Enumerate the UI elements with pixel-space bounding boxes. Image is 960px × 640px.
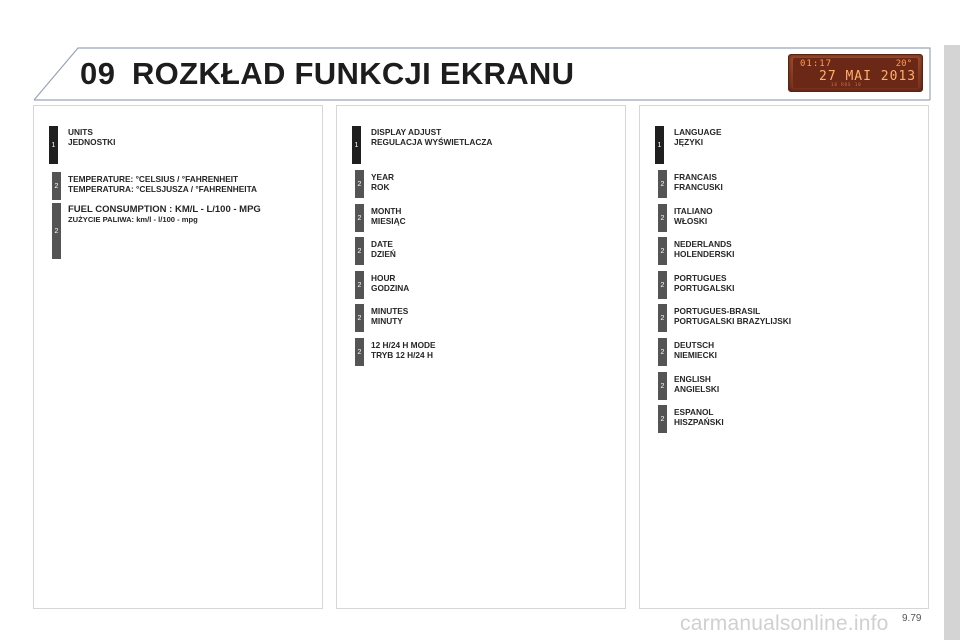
- menu-entry-text: PORTUGUES PORTUGALSKI: [674, 273, 735, 293]
- menu-entry-text: FRANCAIS FRANCUSKI: [674, 172, 723, 192]
- display-small-text: 18 RDS 10: [831, 82, 862, 87]
- page-number: 9.79: [902, 613, 922, 624]
- level-marker: 2: [355, 271, 364, 299]
- level-marker: 2: [658, 372, 667, 400]
- menu-entry-text: TEMPERATURE: °CELSIUS / °FAHRENHEIT TEMP…: [68, 174, 258, 194]
- display-date: 27 MAI 2013: [819, 69, 917, 84]
- level-marker: 2: [355, 237, 364, 265]
- watermark: carmanualsonline.info: [680, 612, 889, 635]
- level-marker: 1: [49, 126, 58, 164]
- level-marker: 2: [658, 338, 667, 366]
- level-marker: 2: [658, 271, 667, 299]
- level-marker: 2: [658, 237, 667, 265]
- menu-entry-text: 12 H/24 H MODE TRYB 12 H/24 H: [371, 340, 436, 360]
- menu-entry-text: DEUTSCH NIEMIECKI: [674, 340, 717, 360]
- chapter-number: 09: [80, 56, 116, 91]
- menu-entry-text: FUEL CONSUMPTION : KM/L - L/100 - MPG ZU…: [68, 204, 261, 225]
- level-marker: 2: [52, 172, 61, 200]
- level-marker: 1: [655, 126, 664, 164]
- menu-panel-language: 1 LANGUAGE JĘZYKI 2 FRANCAIS FRANCUSKI 2…: [639, 105, 929, 609]
- display-time: 01:17: [800, 59, 833, 69]
- display-temperature: 20°: [895, 59, 912, 69]
- menu-entry-text: HOUR GODZINA: [371, 273, 410, 293]
- menu-entry-text: LANGUAGE JĘZYKI: [674, 127, 722, 147]
- level-marker: 2: [52, 203, 61, 259]
- level-marker: 2: [658, 170, 667, 198]
- level-marker: 1: [352, 126, 361, 164]
- display-screen-illustration: 01:17 20° 27 MAI 2013 18 RDS 10: [788, 54, 923, 92]
- menu-entry-text: YEAR ROK: [371, 172, 395, 192]
- header-frame: [33, 47, 931, 101]
- level-marker: 2: [355, 338, 364, 366]
- menu-entry-text: NEDERLANDS HOLENDERSKI: [674, 239, 735, 259]
- menu-entry-text: UNITS JEDNOSTKI: [68, 127, 116, 147]
- level-marker: 2: [355, 304, 364, 332]
- page-edge-bar: [944, 45, 960, 640]
- menu-entry-text: ITALIANO WŁOSKI: [674, 206, 713, 226]
- level-marker: 2: [658, 405, 667, 433]
- level-marker: 2: [355, 170, 364, 198]
- menu-entry-text: MONTH MIESIĄC: [371, 206, 406, 226]
- page-title: ROZKŁAD FUNKCJI EKRANU: [132, 56, 575, 91]
- menu-entry-text: DATE DZIEŃ: [371, 239, 396, 259]
- menu-entry-text: DISPLAY ADJUST REGULACJA WYŚWIETLACZA: [371, 127, 493, 147]
- menu-panel-units: 1 UNITS JEDNOSTKI 2 TEMPERATURE: °CELSIU…: [33, 105, 323, 609]
- level-marker: 2: [355, 204, 364, 232]
- level-marker: 2: [658, 204, 667, 232]
- menu-entry-text: PORTUGUES-BRASIL PORTUGALSKI BRAZYLIJSKI: [674, 306, 792, 326]
- level-marker: 2: [658, 304, 667, 332]
- menu-panel-display-adjust: 1 DISPLAY ADJUST REGULACJA WYŚWIETLACZA …: [336, 105, 626, 609]
- menu-entry-text: ENGLISH ANGIELSKI: [674, 374, 720, 394]
- menu-entry-text: MINUTES MINUTY: [371, 306, 409, 326]
- menu-entry-text: ESPANOL HISZPAŃSKI: [674, 407, 724, 427]
